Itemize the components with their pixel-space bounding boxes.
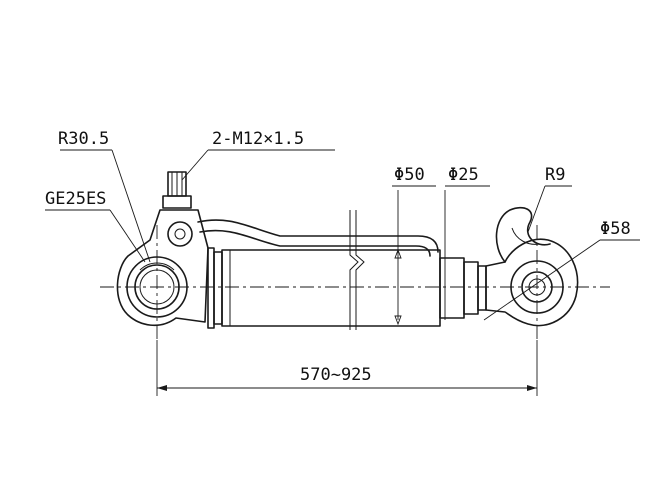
dim-phi25 — [444, 185, 490, 320]
rod-end-eye — [485, 206, 579, 327]
port-thread-label: 2-M12×1.5 — [212, 129, 304, 149]
dim-phi58 — [483, 239, 640, 321]
cylinder-barrel — [207, 247, 487, 329]
eye-radius-label: R30.5 — [58, 129, 109, 149]
eye-diameter-label: Φ58 — [600, 219, 631, 239]
dim-length — [156, 340, 538, 396]
dim-r9 — [527, 185, 572, 233]
dim-r30-5 — [60, 149, 151, 263]
hook-radius-label: R9 — [545, 165, 565, 185]
rear-clevis — [116, 209, 209, 327]
dim-ge25es — [45, 209, 146, 263]
bearing-label: GE25ES — [45, 189, 106, 209]
bore-diameter-label: Φ25 — [448, 165, 479, 185]
dim-phi50 — [392, 185, 436, 326]
dim-port-thread — [181, 149, 335, 181]
port-fitting — [162, 171, 193, 247]
rod-diameter-label: Φ50 — [394, 165, 425, 185]
length-label: 570~925 — [300, 365, 372, 385]
break-lines — [349, 210, 365, 330]
